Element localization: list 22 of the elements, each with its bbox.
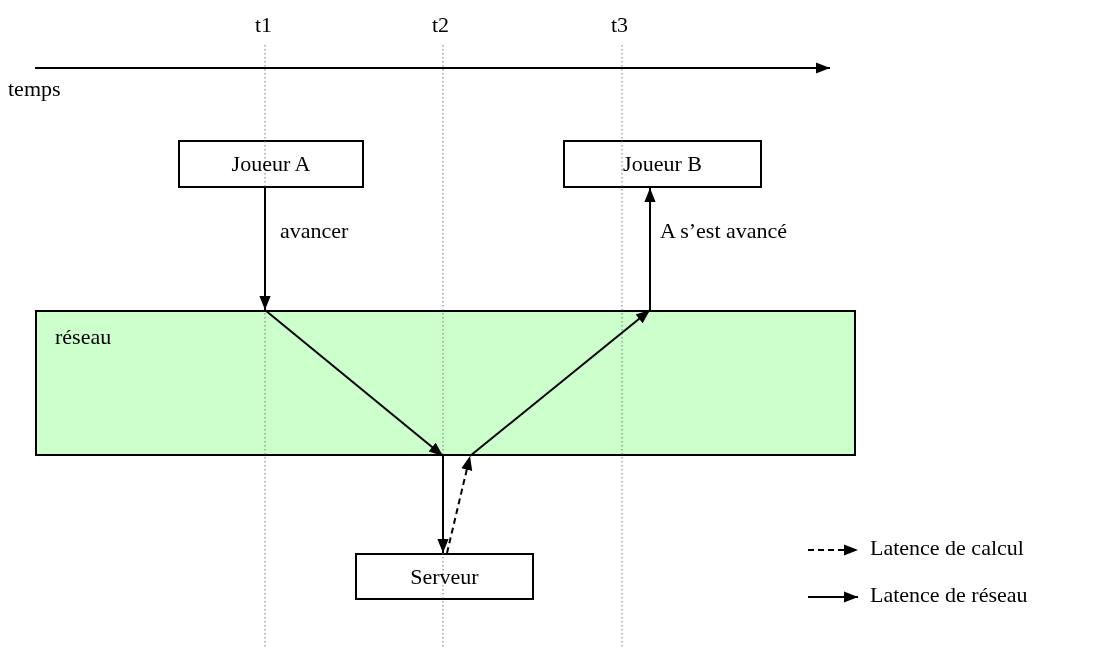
process-box: [178, 140, 364, 188]
process-box: [563, 140, 762, 188]
node-label: Joueur B: [622, 150, 703, 178]
band-title: réseau: [55, 326, 112, 348]
node-label: Serveur: [409, 563, 480, 591]
time-label: t2: [432, 14, 450, 36]
arrow: [437, 455, 449, 554]
time-label: t1: [255, 14, 273, 36]
legend-text: Latence de réseau: [870, 584, 1028, 606]
legend-text: Latence de calcul: [870, 537, 1024, 559]
arrow: [259, 187, 271, 311]
arrow: [469, 309, 651, 457]
process-box: [355, 553, 534, 600]
arrow: [446, 455, 473, 554]
time-label: t3: [611, 14, 629, 36]
network-band: [35, 310, 856, 456]
axis-label: temps: [8, 78, 61, 100]
edge-label: avancer: [280, 220, 349, 242]
node-label: Joueur A: [230, 150, 312, 178]
arrow: [264, 309, 444, 457]
arrow: [644, 187, 656, 311]
edge-label: A s’est avancé: [660, 220, 788, 242]
